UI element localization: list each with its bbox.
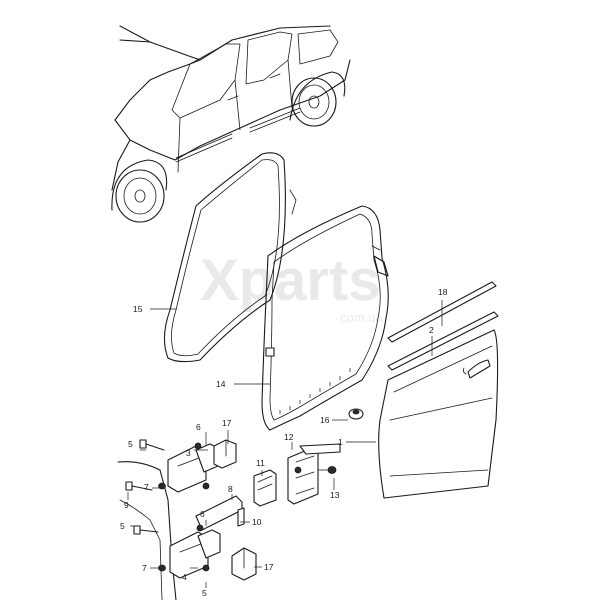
callout-13: 13 (330, 490, 340, 500)
leader-lines (127, 300, 443, 588)
callout-5-bottom: 5 (202, 588, 207, 598)
callout-17-bottom: 17 (264, 562, 274, 572)
callout-2: 2 (429, 325, 434, 335)
door-check-assembly (253, 443, 341, 507)
car-body-illustration (111, 25, 351, 223)
callout-18: 18 (438, 287, 448, 297)
callout-11: 11 (256, 458, 265, 468)
callout-4: 4 (182, 572, 187, 582)
watermark: Xparts com.ua (200, 248, 383, 325)
door-outer-panel (378, 329, 499, 499)
callout-17-top: 17 (222, 418, 232, 428)
body-door-seal (163, 152, 297, 363)
front-wheel-illustration (111, 159, 168, 223)
hinge-assembly (117, 439, 257, 600)
callout-10: 10 (252, 517, 262, 527)
watermark-brand: Xparts (200, 248, 381, 313)
callout-9: 9 (124, 500, 129, 510)
part-callouts: 18 2 15 14 16 1 5 6 17 3 7 9 8 10 11 12 … (120, 287, 448, 598)
watermark-domain: com.ua (340, 310, 383, 325)
door-trim-strips (387, 281, 499, 371)
callout-7-top: 7 (144, 482, 149, 492)
bolt-parts (125, 439, 210, 572)
callout-15: 15 (133, 304, 143, 314)
callout-7-bottom: 7 (142, 563, 147, 573)
callout-8: 8 (228, 484, 233, 494)
callout-6-top: 6 (196, 422, 201, 432)
callout-5-top: 5 (128, 439, 133, 449)
callout-1: 1 (338, 437, 343, 447)
callout-6-bottom: 6 (200, 509, 205, 519)
callout-12: 12 (284, 432, 294, 442)
door-frame-seal (261, 205, 389, 431)
grommet-part (348, 408, 364, 420)
callout-16: 16 (320, 415, 330, 425)
callout-3: 3 (186, 448, 191, 458)
callout-14: 14 (216, 379, 226, 389)
callout-5-middle: 5 (120, 521, 125, 531)
rear-wheel-illustration (289, 71, 346, 127)
